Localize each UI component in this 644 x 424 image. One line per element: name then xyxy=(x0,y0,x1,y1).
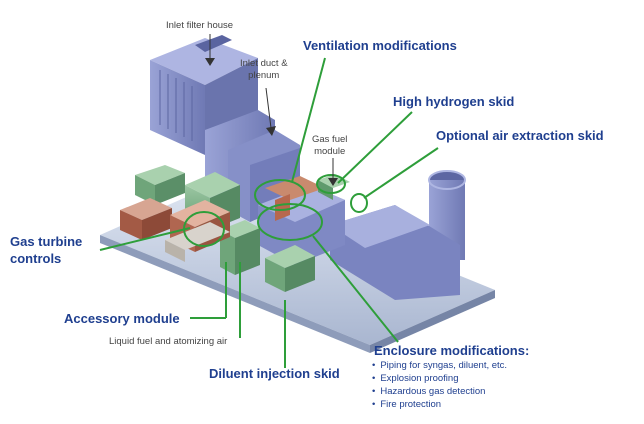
ventilation-leader xyxy=(291,57,326,183)
hydrogen-leader xyxy=(337,111,413,184)
gas-fuel-arrowhead xyxy=(328,178,338,186)
enclosure-leader xyxy=(312,235,399,343)
enclosure-modifications-list: Piping for syngas, diluent, etc. Explosi… xyxy=(372,359,507,411)
enclosure-item: Explosion proofing xyxy=(372,372,507,385)
leader-lines xyxy=(99,57,439,368)
controls-modules xyxy=(120,198,230,262)
label-ventilation-modifications: Ventilation modifications xyxy=(303,38,457,53)
label-liquid-fuel-atomizing-air: Liquid fuel and atomizing air xyxy=(109,336,228,347)
callout-circles xyxy=(183,174,368,247)
controls-leader xyxy=(99,227,191,251)
label-gas-turbine-controls: Gas turbine controls xyxy=(10,234,83,266)
label-optional-air-extraction-skid: Optional air extraction skid xyxy=(436,128,604,143)
ventilation-circle xyxy=(254,179,306,211)
green-modules xyxy=(135,165,350,292)
label-gas-fuel-module: Gas fuel module xyxy=(312,134,348,157)
enclosure-item: Hazardous gas detection xyxy=(372,385,507,398)
exhaust-stack xyxy=(330,170,466,300)
label-enclosure-modifications: Enclosure modifications: xyxy=(374,343,530,358)
label-inlet-duct-plenum: Inlet duct & plenum xyxy=(240,58,288,81)
air-extraction-leader xyxy=(363,147,439,199)
controls-circle xyxy=(183,211,225,247)
label-inlet-filter-house: Inlet filter house xyxy=(166,20,234,31)
enclosure-item: Fire protection xyxy=(372,398,507,411)
air-extraction-circle xyxy=(350,193,368,213)
label-high-hydrogen-skid: High hydrogen skid xyxy=(393,94,515,109)
label-diluent-injection-skid: Diluent injection skid xyxy=(209,366,340,381)
label-accessory-module: Accessory module xyxy=(64,311,180,326)
duct-arrowhead xyxy=(266,126,276,136)
inlet-filter-house xyxy=(150,35,258,155)
hydrogen-circle xyxy=(316,174,346,194)
filter-house-arrowhead xyxy=(205,58,215,66)
enclosure-circle xyxy=(257,203,323,241)
duct-pointer xyxy=(265,87,272,129)
gray-pointers xyxy=(209,34,334,180)
enclosure-item: Piping for syngas, diluent, etc. xyxy=(372,359,507,372)
